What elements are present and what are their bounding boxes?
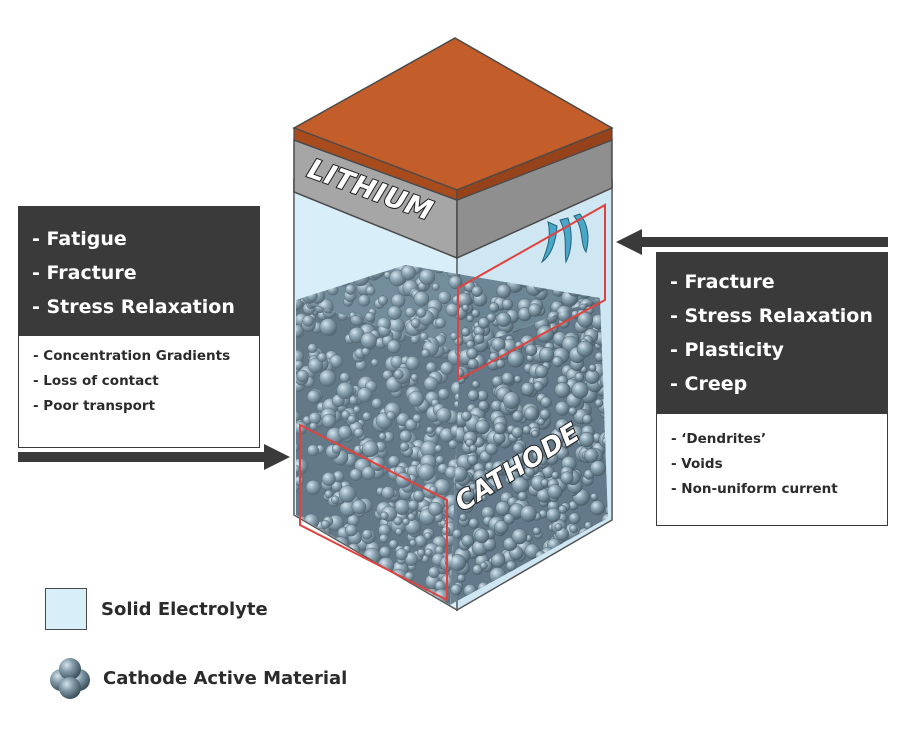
list-item: - Voids (671, 456, 723, 472)
cathode-particles-right (450, 298, 608, 605)
left-mechanical-list: - Fatigue - Fracture - Stress Relaxation (32, 222, 260, 324)
right-effects-box: - ‘Dendrites’ - Voids - Non-uniform curr… (656, 414, 888, 526)
list-item: - Fracture (32, 262, 137, 284)
list-item: - Creep (670, 373, 748, 395)
interface-highlight-region (457, 203, 606, 382)
list-item: - Fracture (670, 271, 775, 293)
particle-cluster-icon (50, 658, 90, 699)
right-arrow (616, 229, 888, 255)
right-mechanical-list: - Fracture - Stress Relaxation - Plastic… (670, 265, 888, 401)
list-item: - Loss of contact (33, 373, 159, 389)
list-item: - Concentration Gradients (33, 348, 231, 364)
electrolyte-veil-left (294, 180, 457, 610)
left-effects-box: - Concentration Gradients - Loss of cont… (18, 336, 260, 448)
legend-cathode-material: Cathode Active Material (45, 656, 347, 700)
list-item: - Fatigue (32, 228, 127, 250)
right-effects-list: - ‘Dendrites’ - Voids - Non-uniform curr… (671, 427, 887, 502)
right-mechanical-box: - Fracture - Stress Relaxation - Plastic… (656, 252, 888, 414)
left-effects-list: - Concentration Gradients - Loss of cont… (33, 344, 259, 419)
left-arrow (18, 444, 290, 470)
electrolyte-veil-right (457, 180, 612, 610)
list-item: - Non-uniform current (671, 481, 838, 497)
list-item: - ‘Dendrites’ (671, 431, 767, 447)
list-item: - Plasticity (670, 339, 784, 361)
legend-label: Solid Electrolyte (101, 598, 268, 620)
electrolyte-swatch (45, 588, 87, 630)
left-mechanical-box: - Fatigue - Fracture - Stress Relaxation (18, 206, 260, 336)
list-item: - Poor transport (33, 398, 156, 414)
list-item: - Stress Relaxation (670, 305, 873, 327)
list-item: - Stress Relaxation (32, 296, 235, 318)
lithium-right-edge (456, 127, 613, 201)
legend-label: Cathode Active Material (103, 667, 348, 689)
bulk-highlight-region (299, 423, 448, 602)
legend-solid-electrolyte: Solid Electrolyte (45, 588, 268, 630)
